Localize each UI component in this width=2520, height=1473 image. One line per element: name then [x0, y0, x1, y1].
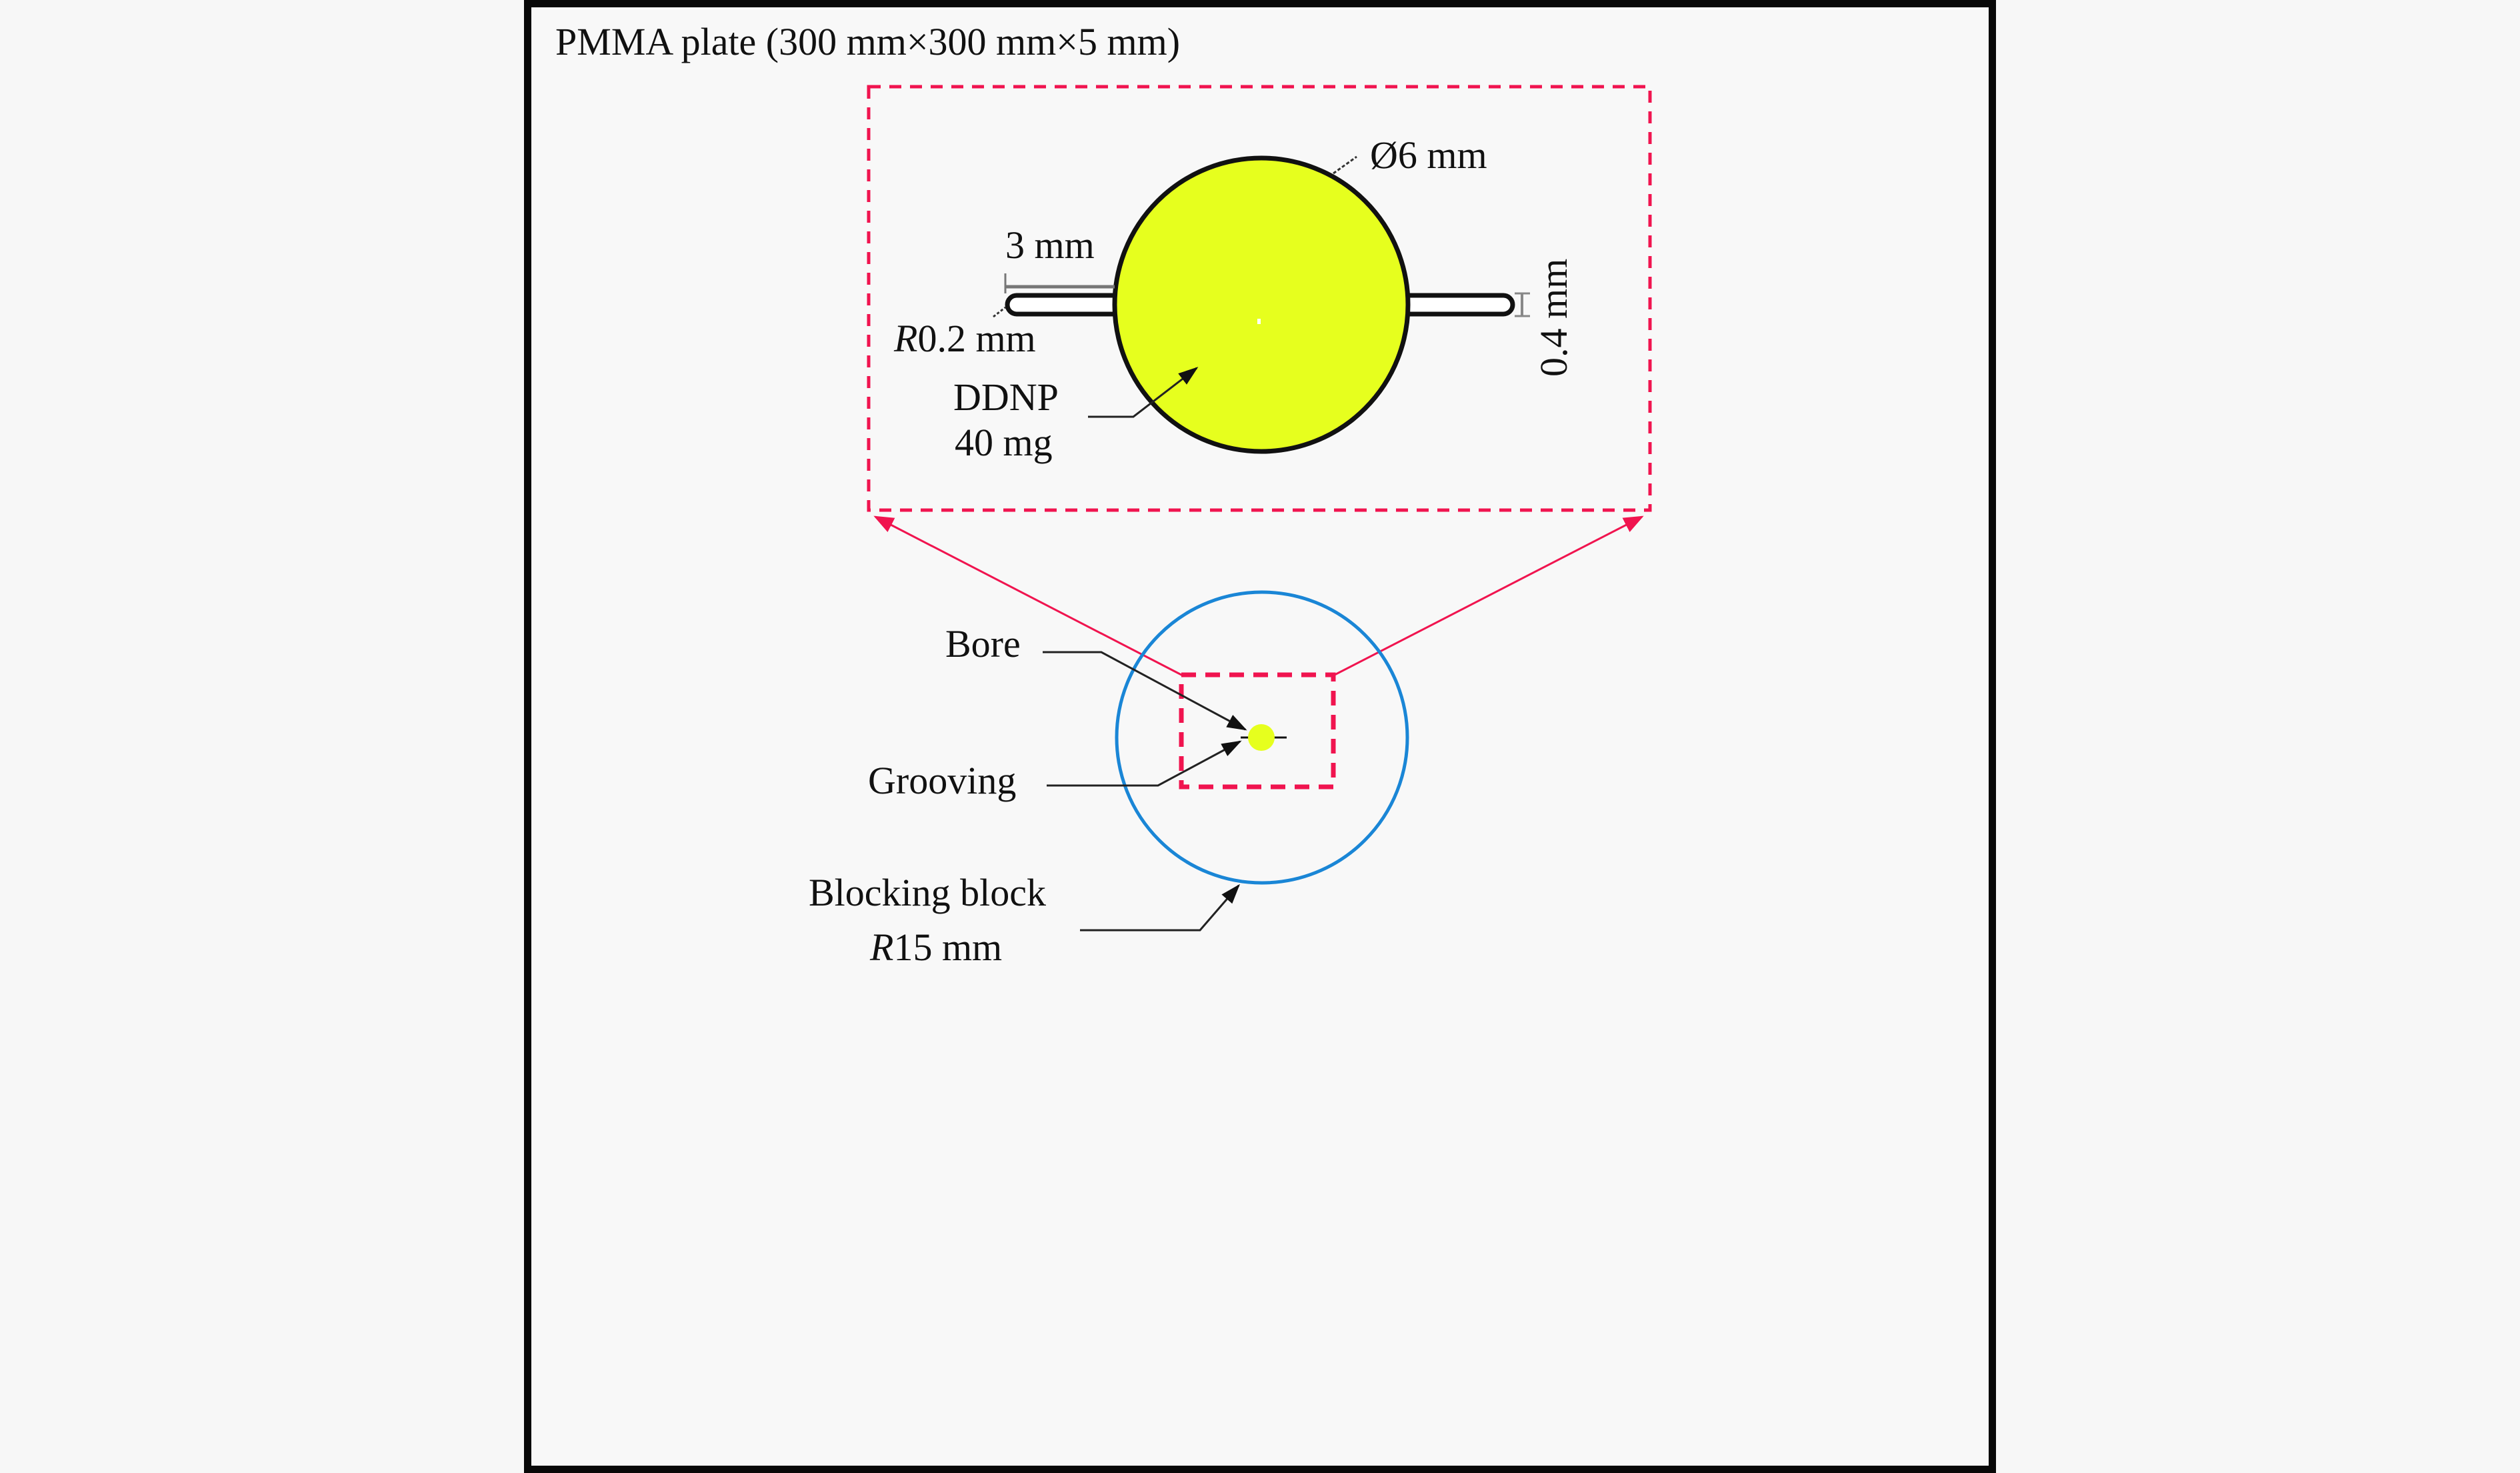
diameter-leader — [1333, 155, 1357, 175]
small-zoom-box — [1179, 672, 1336, 790]
groove-radius-label: R0.2 mm — [893, 317, 1036, 360]
ddnp-leader-arrow — [1088, 367, 1199, 418]
right-groove — [1400, 293, 1515, 317]
ddnp-charge-circle — [1112, 155, 1411, 454]
magnify-line-left — [873, 515, 1183, 677]
groove-width-label: 0.4 mm — [1532, 259, 1575, 377]
blocking-block-radius-value: 15 mm — [893, 926, 1002, 969]
explosive-mass-label: 40 mg — [955, 421, 1053, 464]
blocking-block-circle — [1115, 590, 1409, 885]
small-bore-dot — [1248, 724, 1275, 751]
groove-length-label: 3 mm — [1005, 223, 1095, 267]
bore-leader-arrow — [1043, 651, 1247, 731]
groove-radius-value: 0.2 mm — [917, 317, 1035, 360]
bore-label: Bore — [945, 622, 1021, 665]
blocking-block-leader-arrow — [1080, 884, 1240, 932]
charge-center-mark — [1257, 319, 1261, 324]
plate-title: PMMA plate (300 mm×300 mm×5 mm) — [555, 20, 1180, 63]
groove-radius-italic: R — [893, 317, 917, 360]
detail-zoom-box — [867, 85, 1652, 512]
blocking-block-radius-label: R15 mm — [869, 926, 1002, 969]
blocking-block-radius-italic: R — [869, 926, 893, 969]
left-groove — [1005, 293, 1120, 317]
blocking-block-label: Blocking block — [809, 871, 1046, 914]
explosive-name-label: DDNP — [953, 375, 1059, 419]
charge-diameter-label: Ø6 mm — [1370, 133, 1487, 177]
grooving-label: Grooving — [868, 759, 1016, 802]
magnify-line-right — [1333, 515, 1644, 677]
grooving-leader-arrow — [1047, 740, 1242, 787]
groove-radius-leader — [993, 306, 1006, 318]
